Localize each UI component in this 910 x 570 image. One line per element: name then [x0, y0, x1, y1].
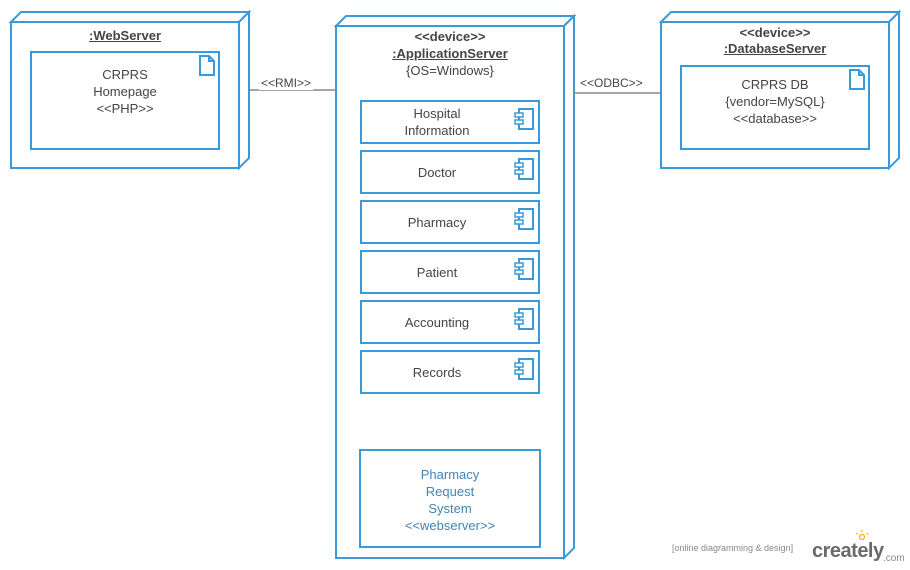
component-icon-tab: [514, 119, 524, 125]
component-label-line: Pharmacy: [407, 214, 467, 230]
subsystem-line: <<webserver>>: [404, 518, 496, 533]
component-icon-tab: [514, 369, 524, 375]
component-label: Patient: [361, 251, 513, 293]
artifact-line: CRPRS: [102, 67, 148, 82]
odbc-label: <<ODBC>>: [578, 76, 645, 90]
component-icon-tab: [514, 312, 524, 318]
dbserver-artifact-label: CRPRS DB {vendor=MySQL} <<database>>: [681, 76, 869, 127]
component-item[interactable]: Doctor: [361, 151, 539, 193]
subsystem-line: Request: [425, 484, 475, 499]
component-icon-tab: [514, 162, 524, 168]
watermark-suffix: .com: [883, 553, 905, 564]
document-icon: [199, 55, 215, 76]
webserver-artifact[interactable]: [30, 51, 220, 150]
component-icon-tab: [514, 262, 524, 268]
component-box[interactable]: [360, 250, 540, 294]
component-label-line: Hospital: [413, 106, 461, 121]
component-box[interactable]: [360, 200, 540, 244]
appserver-property: {OS=Windows}: [406, 63, 494, 78]
artifact-line: <<database>>: [733, 111, 817, 126]
artifact-line: Homepage: [93, 84, 157, 99]
artifact-line: <<PHP>>: [96, 101, 154, 116]
watermark-tagline: [online diagramming & design]: [672, 543, 794, 553]
component-label-line: Accounting: [404, 314, 470, 330]
component-label-line: Information: [404, 123, 470, 138]
component-label: Accounting: [361, 301, 513, 343]
component-icon-tab: [514, 169, 524, 175]
component-label-line: Doctor: [417, 164, 457, 180]
subsystem-label: Pharmacy Request System <<webserver>>: [360, 466, 540, 534]
subsystem-line: System: [428, 501, 472, 516]
component-item[interactable]: Records: [361, 351, 539, 393]
artifact-line: {vendor=MySQL}: [725, 94, 825, 109]
component-box[interactable]: [360, 150, 540, 194]
creately-logo-icon: [855, 530, 869, 541]
subsystem-line: Pharmacy: [420, 467, 480, 482]
watermark-brand[interactable]: creately: [812, 540, 884, 562]
component-box[interactable]: [360, 300, 540, 344]
dbserver-artifact[interactable]: [680, 65, 870, 150]
component-icon-tab: [514, 362, 524, 368]
webserver-artifact-label: CRPRS Homepage <<PHP>>: [31, 66, 219, 117]
rmi-label: <<RMI>>: [259, 76, 314, 90]
component-label: Records: [361, 351, 513, 393]
component-icon-tab: [514, 319, 524, 325]
component-box[interactable]: [360, 350, 540, 394]
component-label: Doctor: [361, 151, 513, 193]
subsystem-box[interactable]: [359, 449, 541, 548]
component-item[interactable]: Patient: [361, 251, 539, 293]
component-item[interactable]: Accounting: [361, 301, 539, 343]
document-icon: [849, 69, 865, 90]
component-icon-tab: [514, 269, 524, 275]
component-icon-tab: [514, 219, 524, 225]
webserver-title: :WebServer: [88, 28, 161, 43]
appserver-stereotype: <<device>>: [414, 29, 486, 44]
component-item[interactable]: Pharmacy: [361, 201, 539, 243]
artifact-line: CRPRS DB: [741, 77, 809, 92]
component-icon-tab: [514, 112, 524, 118]
appserver-title: :ApplicationServer: [392, 46, 508, 61]
component-icon-tab: [514, 212, 524, 218]
component-label-line: Patient: [416, 264, 458, 280]
component-box[interactable]: [360, 100, 540, 144]
component-label: Pharmacy: [361, 201, 513, 243]
component-label-line: Records: [412, 364, 462, 380]
dbserver-stereotype: <<device>>: [739, 25, 811, 40]
dbserver-title: :DatabaseServer: [723, 41, 827, 56]
